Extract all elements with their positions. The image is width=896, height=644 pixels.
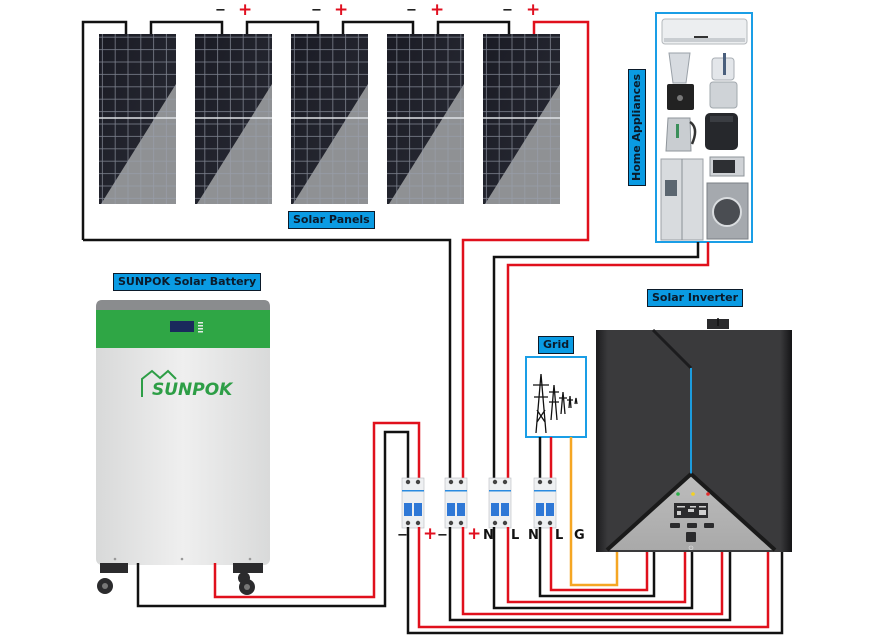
pv-pos-terminal-label: + — [467, 524, 482, 544]
grid-breaker[interactable] — [533, 477, 557, 529]
jumper-3-4 — [341, 20, 415, 34]
breaker-toggle[interactable] — [447, 503, 455, 516]
load-l-terminal-label: L — [511, 528, 520, 543]
panel-negative-mark: − — [215, 3, 226, 18]
panel-negative-mark: − — [502, 3, 513, 18]
breaker-toggle[interactable] — [457, 503, 465, 516]
solar-inverter: ⏻ — [596, 318, 792, 552]
load-neutral-wire — [492, 242, 700, 520]
panel-positive-mark: + — [334, 0, 349, 20]
battery-positive-wire — [213, 421, 421, 599]
panel-negative-mark: − — [406, 3, 417, 18]
solar-panels-label: Solar Panels — [288, 211, 375, 229]
battery-display — [170, 321, 194, 332]
breaker-toggle[interactable] — [491, 503, 499, 516]
breaker-toggle[interactable] — [414, 503, 422, 516]
toaster-oven-icon — [709, 156, 745, 177]
load-l-to-inverter — [506, 527, 687, 604]
grid-label: Grid — [538, 336, 575, 354]
status-led-red — [706, 492, 710, 496]
grid-n-terminal-label: N — [528, 528, 539, 543]
solar-panel — [195, 34, 272, 204]
kettle-icon — [665, 117, 697, 152]
pv-neg-to-inverter — [448, 527, 732, 622]
solar-battery: SUNPOK — [96, 300, 270, 595]
home-appliances-label: Home Appliances — [628, 68, 646, 186]
battery-neg-to-inverter — [406, 527, 784, 635]
solar-panel-array — [99, 34, 560, 204]
breaker-toggle[interactable] — [501, 503, 509, 516]
status-led-yellow — [691, 492, 695, 496]
load-breaker[interactable] — [488, 477, 512, 529]
solar-panel — [387, 34, 464, 204]
power-icon: ⏻ — [689, 545, 694, 552]
grid-n-to-inverter — [538, 527, 656, 598]
refrigerator-icon — [660, 158, 704, 241]
battery-neg-terminal-label: − — [397, 528, 408, 543]
breaker-toggle[interactable] — [536, 503, 544, 516]
blender-icon — [667, 52, 694, 110]
air-fryer-icon — [705, 113, 738, 150]
sunpok-logo — [141, 369, 177, 397]
array-negative-wire — [81, 20, 128, 240]
panel-negative-mark: − — [311, 3, 322, 18]
ground-terminal-label: G — [574, 528, 585, 543]
inverter-button-right[interactable] — [704, 523, 714, 528]
jumper-4-5 — [436, 20, 511, 34]
load-live-wire — [506, 242, 710, 520]
array-positive-wire — [461, 20, 590, 520]
solar-panel — [291, 34, 368, 204]
jumper-2-3 — [245, 20, 320, 34]
food-processor-icon — [709, 53, 738, 109]
pv-breaker[interactable] — [444, 477, 468, 529]
panel-positive-mark: + — [526, 0, 541, 20]
solar-inverter-label: Solar Inverter — [647, 289, 744, 307]
solar-panel — [483, 34, 560, 204]
panel-positive-mark: + — [238, 0, 253, 20]
lcd-content — [677, 506, 706, 515]
inverter-button-middle[interactable] — [687, 523, 697, 528]
pv-neg-terminal-label: − — [437, 528, 448, 543]
breaker-toggle[interactable] — [404, 503, 412, 516]
battery-casters — [97, 563, 263, 595]
air-conditioner-icon — [661, 18, 748, 45]
panel-positive-mark: + — [430, 0, 445, 20]
inverter-button-left[interactable] — [670, 523, 680, 528]
jumper-1-2 — [149, 20, 224, 34]
battery-breaker[interactable] — [401, 477, 425, 529]
battery-negative-wire — [136, 430, 410, 608]
solar-panel — [99, 34, 176, 204]
breaker-to-inverter-wires — [406, 527, 784, 635]
battery-label: SUNPOK Solar Battery — [113, 273, 262, 291]
ground-wire — [569, 437, 619, 587]
load-n-terminal-label: N — [483, 528, 494, 543]
battery-pos-to-inverter — [417, 527, 770, 629]
washing-machine-icon — [706, 182, 749, 240]
load-n-to-inverter — [492, 527, 694, 610]
battery-pos-terminal-label: + — [423, 524, 438, 544]
breaker-toggle[interactable] — [546, 503, 554, 516]
status-led-green — [676, 492, 680, 496]
grid-l-terminal-label: L — [555, 528, 564, 543]
pv-pos-to-inverter — [461, 527, 724, 616]
breaker-bank — [401, 477, 557, 529]
appliances-group — [660, 18, 749, 241]
power-pylons-icon — [533, 373, 578, 434]
inverter-power-button[interactable] — [686, 532, 696, 542]
grid-l-to-inverter — [549, 527, 649, 592]
panel-series-jumpers — [81, 20, 511, 240]
battery-led-indicators — [198, 322, 203, 333]
array-negative-run — [83, 238, 452, 520]
battery-brand-text: SUNPOK — [152, 380, 234, 400]
